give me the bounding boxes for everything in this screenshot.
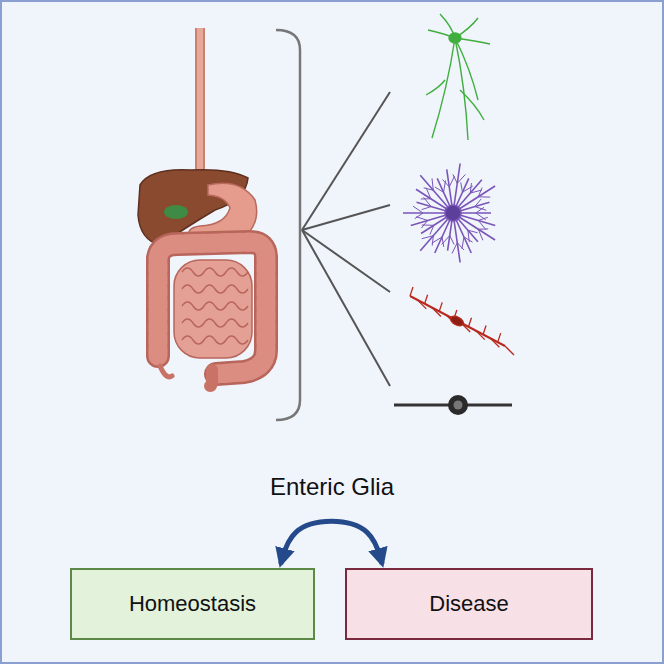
red-glial-cell <box>410 287 514 355</box>
figure-label: Enteric Glia <box>270 473 394 501</box>
esophagus-inner <box>200 28 212 190</box>
bracket <box>276 30 300 420</box>
state-box: Disease <box>345 568 593 640</box>
fan-lines <box>302 92 390 386</box>
gallbladder <box>164 205 188 219</box>
appendix <box>160 366 172 377</box>
green-glial-cell <box>426 14 490 140</box>
box-label: Disease <box>429 591 508 617</box>
curved-arrow <box>281 521 383 564</box>
bipolar-glial-cell <box>394 395 512 415</box>
small-intestine <box>174 260 252 358</box>
large-intestine-haustra <box>158 242 266 374</box>
intestine-loops <box>182 268 248 344</box>
esophagus <box>200 28 212 190</box>
large-intestine <box>158 242 266 374</box>
state-box: Homeostasis <box>70 568 315 640</box>
purple-glial-cell <box>403 164 495 263</box>
rectum <box>210 370 212 386</box>
box-label: Homeostasis <box>129 591 256 617</box>
